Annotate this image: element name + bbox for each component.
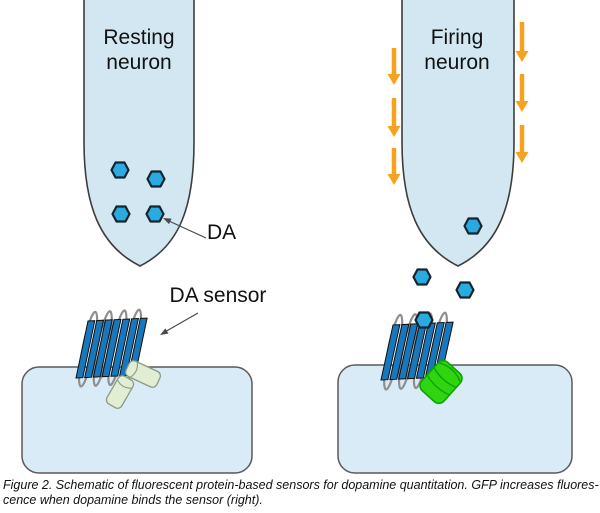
da-label: DA [207,221,236,244]
resting-neuron-label-line1: Resting [103,26,174,49]
transmembrane-helix-icon [75,320,96,379]
resting-neuron-label-line2: neuron [106,51,171,74]
transmembrane-helix-icon [415,322,436,379]
figure-caption: Figure 2. Schematic of fluorescent prote… [3,478,599,508]
dopamine-molecule-icon [146,170,166,188]
firing-neuron-label-line2: neuron [424,51,489,74]
da-pointer-line [169,220,207,239]
da-molecules-released [412,268,475,299]
firing-arrow-head-icon [515,152,529,163]
da-molecule-in-terminal [463,217,483,235]
postsynaptic-cell-left [21,366,253,474]
transmembrane-helix-icon [84,319,105,379]
da-pointer-arrowhead [163,218,172,225]
resting-neuron-body [83,0,195,267]
transmembrane-helix-icon [389,323,410,381]
firing-arrow-head-icon [515,51,529,62]
da-sensor-pointer-arrowhead [160,328,169,335]
firing-arrow-head-icon [387,74,401,85]
da-sensor-label: DA sensor [170,284,267,307]
firing-arrows [387,22,529,185]
dopamine-molecule-icon [463,217,483,235]
transmembrane-helix-icon [380,324,401,381]
dopamine-molecule-icon [455,281,475,299]
figure-caption-line2: cence when dopamine binds the sensor (ri… [3,493,263,507]
firing-arrow-head-icon [387,126,401,137]
gfp-dark-barrel-b [105,375,135,409]
dopamine-molecule-icon [111,205,131,223]
gfp-bright-barrel [419,359,463,405]
dopamine-molecule-icon [110,161,130,179]
da-molecule-bound [414,311,434,329]
firing-neuron-label-line1: Firing [431,26,484,49]
gfp-dark-barrel-a [124,360,162,388]
postsynaptic-cell-right [337,364,573,474]
firing-arrow-head-icon [515,101,529,112]
firing-arrow-head-icon [387,174,401,185]
da-sensor-pointer-line [166,312,199,332]
transmembrane-helix-icon [92,319,113,378]
transmembrane-helix-icon [101,318,122,378]
dopamine-molecule-icon [145,205,165,223]
dopamine-molecule-icon [414,311,434,329]
firing-neuron-body [401,0,515,267]
transmembrane-helix-icon [110,318,131,377]
dopamine-molecule-icon [412,268,432,286]
figure-caption-line1: Figure 2. Schematic of fluorescent prote… [3,478,599,492]
da-molecules-resting [110,161,166,223]
